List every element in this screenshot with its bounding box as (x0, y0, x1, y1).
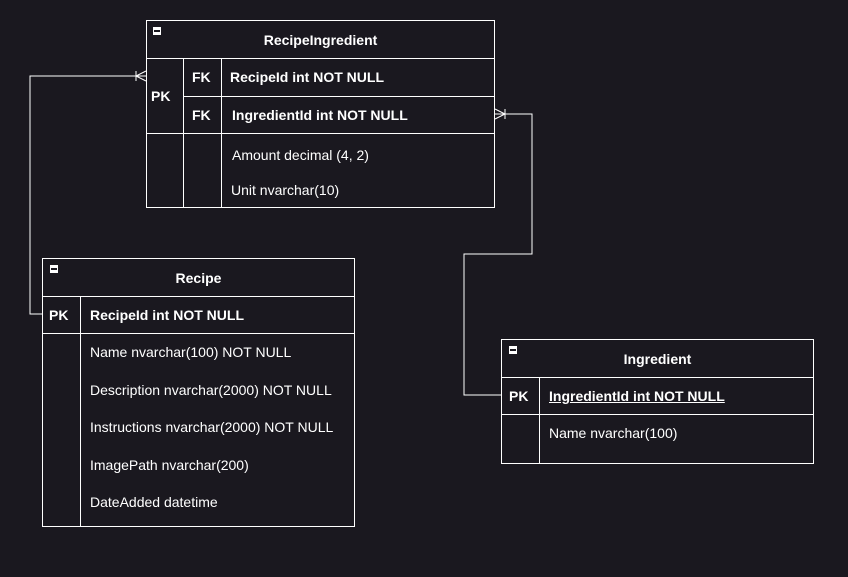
recipe-table[interactable]: Recipe PK RecipeId int NOT NULL Name nva… (42, 258, 355, 527)
ingredient-to-recipeingredient-connector[interactable] (463, 113, 533, 396)
fk-label: FK (192, 69, 211, 85)
table-name: RecipeIngredient (263, 32, 378, 48)
fk-label: FK (192, 107, 211, 123)
recipe-to-recipeingredient-connector[interactable] (29, 75, 146, 315)
field-row: RecipeId int NOT NULL (230, 69, 384, 85)
field-row: Amount decimal (4, 2) (232, 147, 369, 163)
crows-foot-many-icon (494, 108, 506, 120)
table-header: Ingredient (502, 340, 813, 378)
field-row: Name nvarchar(100) (549, 425, 678, 441)
collapse-icon[interactable] (49, 264, 59, 274)
crows-foot-many-icon (135, 70, 147, 82)
table-name: Recipe (175, 270, 222, 286)
field-row: DateAdded datetime (90, 494, 218, 510)
field-row: RecipeId int NOT NULL (90, 307, 244, 323)
field-row: Description nvarchar(2000) NOT NULL (90, 382, 332, 398)
recipeingredient-table[interactable]: RecipeIngredient PK FK FK RecipeId int N… (146, 20, 495, 208)
collapse-icon[interactable] (508, 345, 518, 355)
pk-label: PK (151, 88, 171, 104)
table-name: Ingredient (623, 351, 692, 367)
field-row: Instructions nvarchar(2000) NOT NULL (90, 419, 334, 435)
field-row: IngredientId int NOT NULL (232, 107, 408, 123)
pk-label: PK (49, 307, 69, 323)
pk-label: PK (509, 388, 529, 404)
table-header: RecipeIngredient (147, 21, 494, 59)
collapse-icon[interactable] (152, 26, 162, 36)
table-header: Recipe (43, 259, 354, 297)
field-row: Name nvarchar(100) NOT NULL (90, 344, 292, 360)
field-row: ImagePath nvarchar(200) (90, 457, 249, 473)
field-row: Unit nvarchar(10) (231, 182, 340, 198)
field-row: IngredientId int NOT NULL (549, 388, 725, 404)
ingredient-table[interactable]: Ingredient PK IngredientId int NOT NULL … (501, 339, 814, 464)
